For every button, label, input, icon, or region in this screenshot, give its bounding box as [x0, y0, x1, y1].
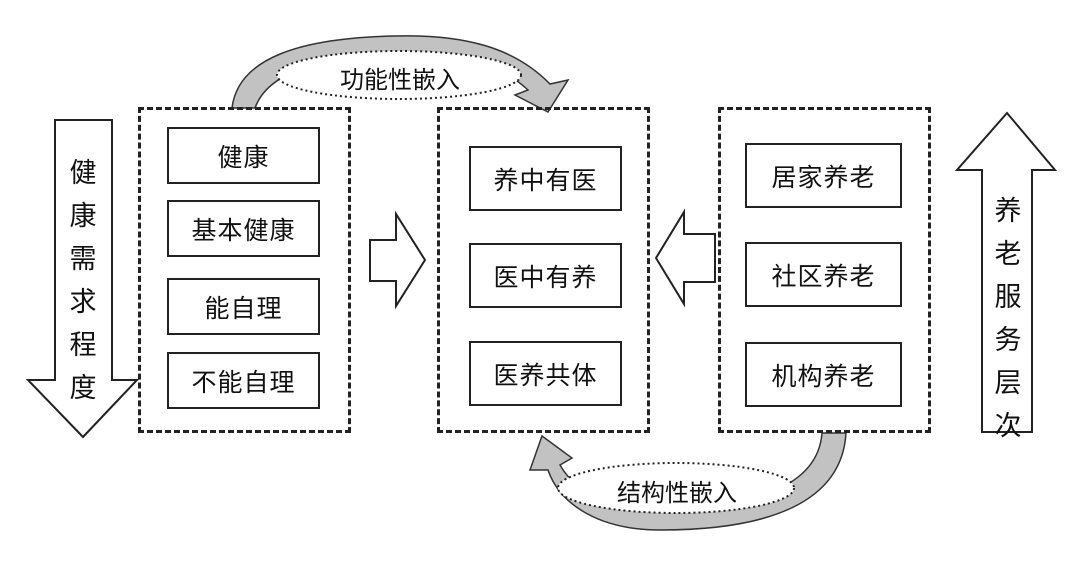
health-demand-label: 健康需求程度	[69, 158, 97, 404]
structural-embedding-oval	[557, 462, 795, 514]
service-level-up-arrow	[954, 111, 1058, 433]
health-level-box: 不能自理	[167, 352, 320, 409]
health-to-integration-arrow	[369, 210, 427, 310]
health-demand-down-arrow	[25, 119, 140, 439]
integration-mode-box: 养中有医	[469, 146, 622, 211]
functional-embedding-label: 功能性嵌入	[340, 66, 460, 94]
integration-mode-box: 医中有养	[469, 243, 622, 308]
health-level-box: 健康	[167, 127, 320, 184]
structural-embedding-label: 结构性嵌入	[617, 479, 737, 507]
care-service-box: 机构养老	[745, 342, 902, 407]
health-level-box: 基本健康	[167, 200, 320, 257]
care-service-box: 居家养老	[745, 143, 902, 208]
health-level-group	[138, 107, 351, 433]
health-level-box: 能自理	[167, 278, 320, 335]
integration-mode-group	[437, 107, 650, 433]
care-service-box: 社区养老	[745, 242, 902, 307]
care-service-group	[718, 107, 931, 433]
functional-embedding-oval	[276, 50, 522, 100]
integration-mode-box: 医养共体	[469, 341, 622, 406]
service-to-integration-arrow	[654, 208, 716, 308]
service-level-label: 养老服务层次	[994, 196, 1022, 442]
